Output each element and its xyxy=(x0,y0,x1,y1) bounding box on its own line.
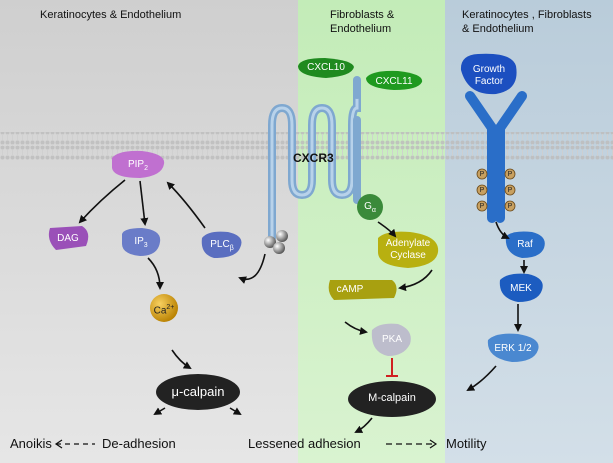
camp-label: cAMP xyxy=(336,284,364,295)
m-calpain-shape xyxy=(348,381,436,417)
phospho-label-2: P xyxy=(507,171,513,178)
phospho-label-3: P xyxy=(479,187,485,194)
phospho-label-5: P xyxy=(479,203,485,210)
phospho-label-1: P xyxy=(479,171,485,178)
calcium-label: Ca2+ xyxy=(153,304,175,317)
camp-shape xyxy=(328,280,397,300)
growth-factor-label-line1: Growth xyxy=(472,64,506,75)
g-alpha-shape xyxy=(357,194,383,220)
phospho-sites xyxy=(476,168,516,212)
panel-middle-title-line1: Fibroblasts & xyxy=(330,9,395,21)
ip3-label: IP3 xyxy=(134,236,148,249)
adenylate-cyclase-label-line2: Cyclase xyxy=(390,250,426,261)
calcium-shape xyxy=(150,294,178,322)
growth-factor-shape xyxy=(460,53,517,95)
pathway-arrows xyxy=(78,179,528,433)
dag-label: DAG xyxy=(57,233,79,244)
g-protein-balls xyxy=(264,230,288,254)
raf-shape xyxy=(505,231,545,258)
outcome-lessened-adhesion: Lessened adhesion xyxy=(248,436,361,451)
adenylate-cyclase-label-line1: Adenylate xyxy=(385,238,431,249)
plc-label: PLCβ xyxy=(210,239,234,252)
outcome-motility: Motility xyxy=(446,436,487,451)
inhibition-mark xyxy=(386,358,398,377)
outcome-deadhesion: De-adhesion xyxy=(102,436,176,451)
cxcl11-label: CXCL11 xyxy=(375,76,413,87)
phospho-label-4: P xyxy=(507,187,513,194)
erk-shape xyxy=(487,333,539,362)
mek-label: MEK xyxy=(510,283,532,294)
panel-right-title-line2: & Endothelium xyxy=(462,23,534,35)
mu-calpain-label: μ-calpain xyxy=(171,384,225,399)
panel-right-title-line1: Keratinocytes , Fibroblasts xyxy=(462,9,592,21)
pip2-shape xyxy=(112,150,165,178)
phospho-label-6: P xyxy=(507,203,513,210)
cxcl10-label: CXCL10 xyxy=(307,62,345,73)
panel-left-title: Keratinocytes & Endothelium xyxy=(40,9,182,21)
plc-shape xyxy=(201,231,242,258)
m-calpain-label: M-calpain xyxy=(368,392,416,404)
g-alpha-label: Gα xyxy=(364,201,376,214)
growth-factor-label-line2: Factor xyxy=(474,76,504,87)
dag-shape xyxy=(48,226,89,250)
ip3-shape xyxy=(122,228,161,256)
erk-label: ERK 1/2 xyxy=(494,343,532,354)
outcome-anoikis: Anoikis xyxy=(10,436,52,451)
mu-calpain-shape xyxy=(156,374,240,410)
adenylate-cyclase-shape xyxy=(378,231,439,268)
cxcr3-receptor-shape xyxy=(268,76,361,242)
bottom-arrows xyxy=(54,439,438,449)
mek-shape xyxy=(499,273,543,302)
rtk-receptor-shape xyxy=(465,91,527,223)
pip2-label: PIP2 xyxy=(127,159,149,172)
cxcl10-shape xyxy=(298,58,354,78)
cxcl11-shape xyxy=(366,70,423,90)
pka-label: PKA xyxy=(381,334,402,345)
cxcr3-label: CXCR3 xyxy=(293,151,334,165)
panel-middle-title-line2: Endothelium xyxy=(330,23,392,35)
pka-shape xyxy=(371,323,411,356)
raf-label: Raf xyxy=(517,239,533,250)
